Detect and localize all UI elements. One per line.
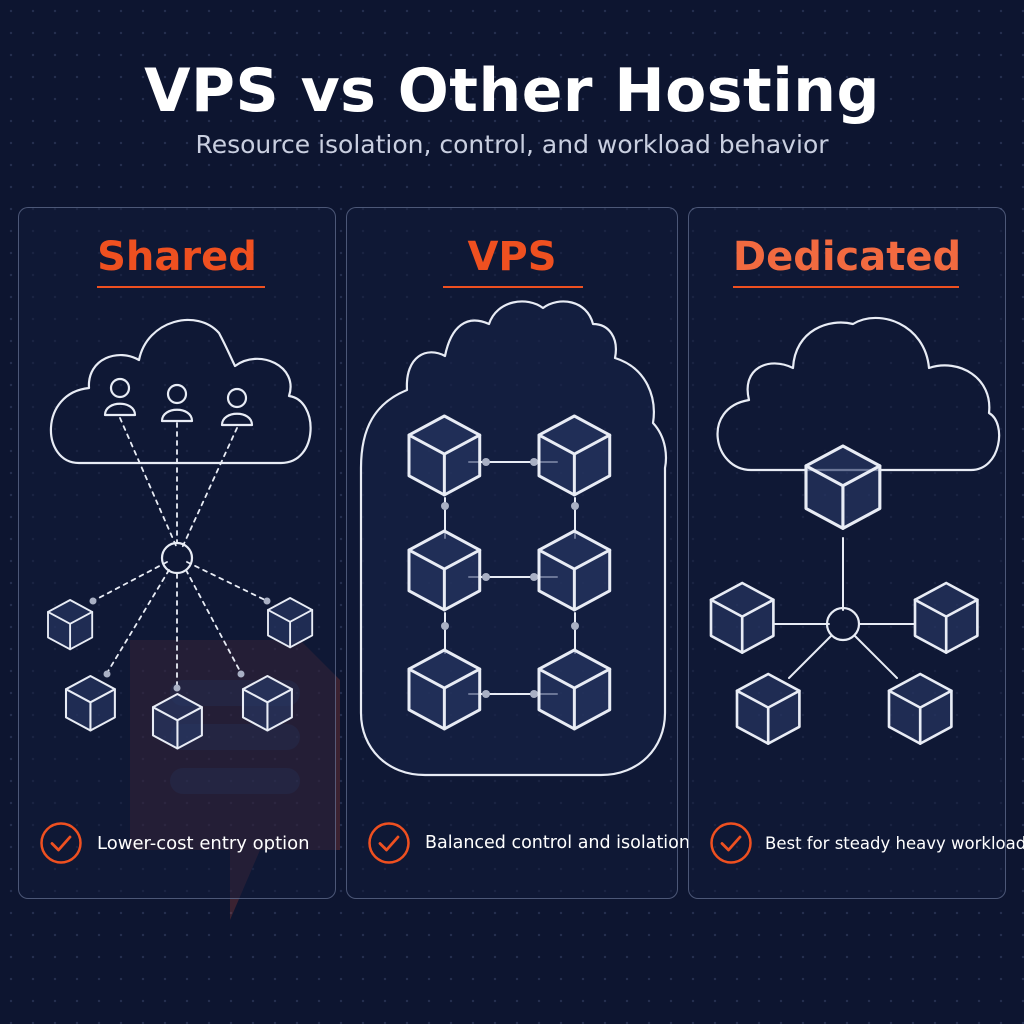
- shared-feature-text: Lower-cost entry option: [97, 832, 310, 854]
- user-icon: [220, 387, 254, 427]
- cube-icon: [537, 529, 612, 612]
- cube-icon: [151, 692, 203, 750]
- shared-heading-underline: [97, 286, 265, 288]
- check-icon: [710, 822, 752, 864]
- cube-icon: [47, 599, 94, 651]
- dedicated-heading-underline: [733, 286, 959, 288]
- shared-heading: Shared: [97, 234, 257, 280]
- page-subtitle: Resource isolation, control, and workloa…: [195, 130, 829, 159]
- dedicated-feature: Best for steady heavy workloads: [709, 818, 1024, 868]
- dedicated-heading: Dedicated: [732, 234, 962, 280]
- cube-icon: [735, 672, 801, 745]
- vps-card: VPS: [346, 207, 690, 899]
- dedicated-diagram: [709, 316, 1001, 745]
- cube-icon: [241, 674, 293, 732]
- check-icon: [40, 822, 82, 864]
- vps-feature: Balanced control and isolation: [367, 818, 690, 868]
- check-icon: [368, 822, 410, 864]
- cube-icon: [267, 597, 314, 649]
- hub-icon: [825, 606, 861, 642]
- cube-icon: [913, 581, 979, 654]
- user-icon: [103, 377, 137, 417]
- shared-card: Shared: [18, 207, 336, 899]
- vps-cloud-icon: [359, 300, 668, 777]
- dedicated-feature-text: Best for steady heavy workloads: [765, 833, 1024, 853]
- cube-icon: [64, 674, 116, 732]
- shared-feature: Lower-cost entry option: [39, 818, 327, 868]
- vps-feature-text: Balanced control and isolation: [425, 833, 690, 853]
- cube-icon: [537, 648, 612, 731]
- cube-icon: [537, 414, 612, 497]
- cube-icon: [709, 581, 775, 654]
- cube-icon: [887, 672, 953, 745]
- cube-icon: [407, 648, 482, 731]
- vps-heading: VPS: [467, 234, 557, 280]
- cube-icon: [804, 444, 882, 530]
- cube-icon: [407, 529, 482, 612]
- page-title: VPS vs Other Hosting: [144, 56, 880, 126]
- vps-heading-underline: [443, 286, 583, 288]
- cube-icon: [407, 414, 482, 497]
- dedicated-card: Dedicated: [688, 207, 1024, 899]
- shared-cloud-icon: [49, 318, 312, 465]
- shared-diagram: [47, 318, 314, 750]
- user-icon: [160, 383, 194, 423]
- dedicated-cloud-icon: [716, 316, 1001, 472]
- vps-diagram: [359, 300, 668, 777]
- hub-icon: [160, 541, 194, 575]
